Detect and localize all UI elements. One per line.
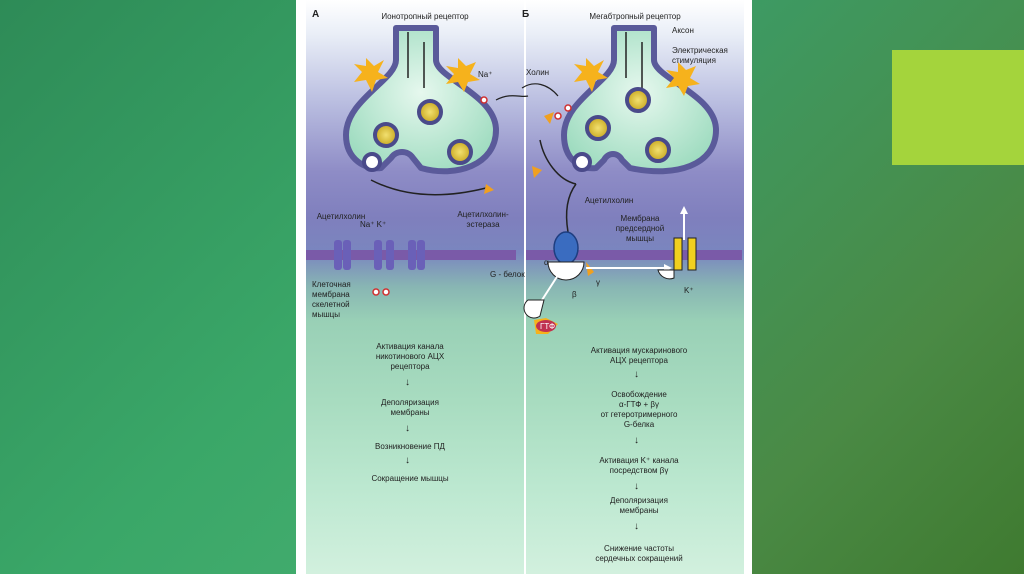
- axon-label: Аксон: [672, 26, 694, 35]
- step-b-1: Активация мускаринового АЦХ рецептора: [590, 346, 688, 365]
- panel-a-title: Ионотропный рецептор: [381, 12, 469, 21]
- panel-b-letter: Б: [522, 9, 530, 20]
- arrow-b-3: ↓: [634, 481, 639, 492]
- step-a-2: Деполяризация мембраны: [381, 398, 439, 417]
- esterase-label: Ацетилхолин- эстераза: [457, 210, 509, 229]
- na-label: Na⁺: [478, 70, 493, 79]
- beta-label: β: [572, 290, 577, 299]
- atrial-membrane-label: Мембрана предсердной мышцы: [615, 214, 665, 243]
- arrow-b-2: ↓: [634, 435, 639, 446]
- panel-a-letter: А: [312, 9, 320, 20]
- muscle-membrane-label: Клеточная мембрана скелетной мышцы: [312, 280, 351, 319]
- accent-square: [892, 50, 1024, 165]
- gtp-label: ГТФ: [540, 322, 556, 331]
- terminal-b: [521, 25, 719, 233]
- terminal-a: [343, 25, 529, 196]
- channel-ions-label: Na⁺ K⁺: [360, 220, 387, 229]
- choline-label: Холин: [526, 68, 550, 77]
- arrow-a-1: ↓: [405, 377, 410, 388]
- stimulation-label: Электрическая стимуляция: [672, 46, 728, 65]
- receptor-b: [523, 206, 697, 334]
- k-label: K⁺: [684, 286, 694, 295]
- membrane-b: [526, 250, 742, 260]
- step-a-4: Сокращение мышцы: [371, 474, 449, 483]
- panel-b-title: Мегабтропный рецептор: [589, 12, 681, 21]
- g-protein-label: G - белок: [490, 270, 525, 279]
- step-b-2: Освобождение α-ГТФ + βγ от гетеротримерн…: [600, 390, 678, 429]
- arrow-b-1: ↓: [634, 369, 639, 380]
- step-b-3: Активация K⁺ канала посредством βγ: [599, 456, 679, 475]
- acetylcholine-label-b: Ацетилхолин: [584, 196, 634, 205]
- synapse-diagram: [306, 25, 742, 334]
- arrow-a-2: ↓: [405, 423, 410, 434]
- channels-a: [334, 240, 425, 296]
- gamma-label: γ: [596, 278, 600, 287]
- arrow-b-4: ↓: [634, 521, 639, 532]
- step-a-1: Активация канала никотинового АЦХ рецепт…: [375, 342, 445, 371]
- arrow-a-3: ↓: [405, 455, 410, 466]
- step-b-5: Снижение частоты сердечных сокращений: [595, 544, 683, 563]
- step-a-3: Возникновение ПД: [375, 442, 445, 451]
- alpha-label: α: [544, 258, 549, 267]
- step-b-4: Деполяризация мембраны: [610, 496, 668, 515]
- acetylcholine-label-a: Ацетилхолин: [316, 212, 366, 221]
